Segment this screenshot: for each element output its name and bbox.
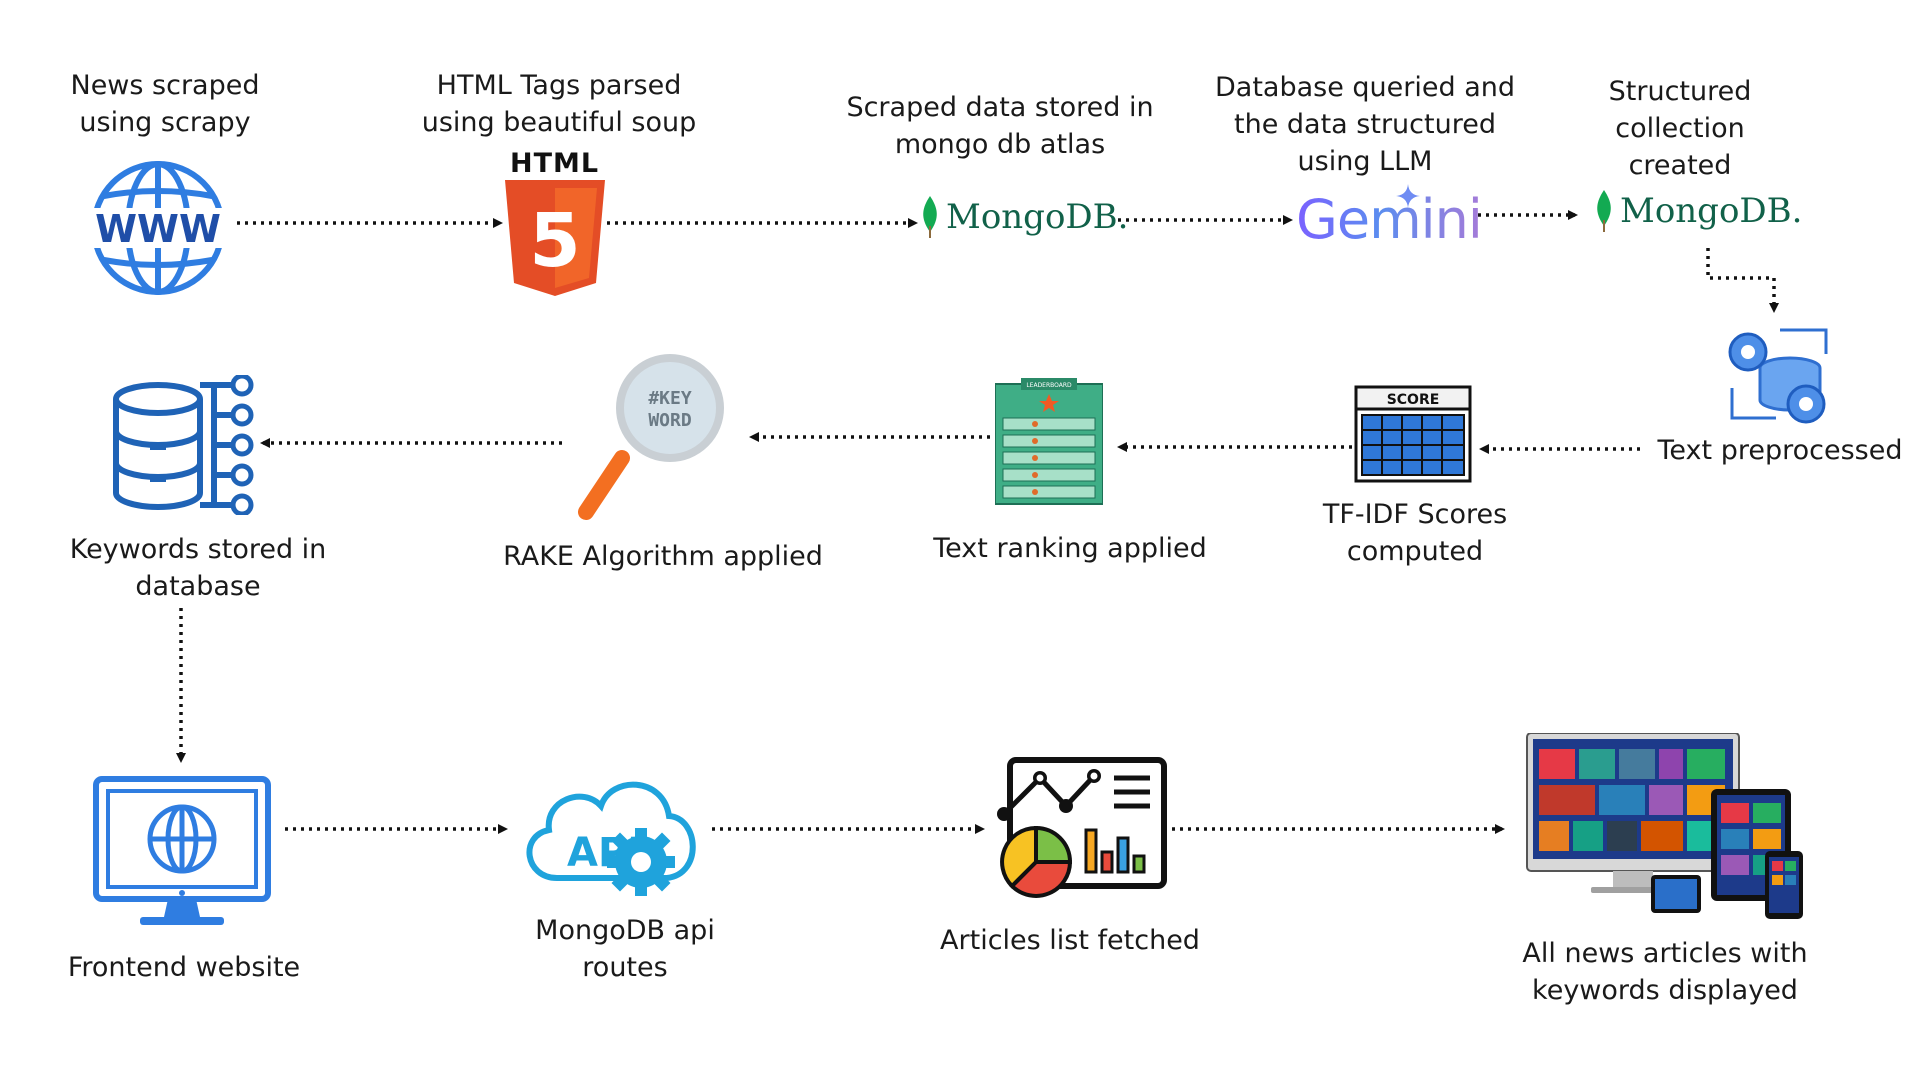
www-text: WWW [95,207,221,251]
html5-shield-icon: 5 [505,180,605,296]
responsive-devices-icon [1525,732,1805,923]
gemini-logo: Gemini [1296,188,1483,251]
www-globe-icon: WWW [88,158,228,298]
label-news-scraped: News scraped using scrapy [70,70,260,138]
label-collection-created: Structured collection created [1608,76,1752,181]
label-text-preprocessed: Text preprocessed [1657,435,1903,466]
label-all-displayed: All news articles with keywords displaye… [1522,938,1808,1006]
html5-number: 5 [529,198,581,284]
monitor-globe-icon [92,775,272,930]
label-articles-fetched: Articles list fetched [940,925,1200,956]
label-rake: RAKE Algorithm applied [503,541,823,572]
label-api-routes: MongoDB api routes [535,915,715,983]
leaderboard-text: LEADERBOARD [1026,382,1072,389]
score-table-icon: SCORE [1354,385,1472,483]
leaderboard-icon: LEADERBOARD [994,378,1104,506]
analytics-dashboard-icon [990,756,1170,906]
score-text: SCORE [1387,392,1440,408]
label-html-parsed: HTML Tags parsed using beautiful soup [421,70,697,138]
html-word: HTML [510,148,600,179]
keyword-magnifier-icon: #KEY WORD [578,352,728,522]
database-nodes-icon [110,373,260,517]
label-tfidf: TF-IDF Scores computed [1322,499,1508,567]
keyword-line2: WORD [648,410,692,431]
mongodb-logo-atlas: MongoDB. [920,196,1128,238]
gemini-sparkle-icon [1396,184,1420,208]
label-llm-structured: Database queried and the data structured… [1214,72,1515,177]
mongodb-logo-collection: MongoDB. [1594,190,1802,232]
mongodb-leaf-icon [923,196,937,238]
arrow-collection-to-preprocess [1706,248,1779,313]
api-cloud-gear-icon: API [515,766,705,901]
mongodb-leaf-icon [1597,190,1611,232]
keyword-line1: #KEY [648,388,692,409]
label-keywords-stored: Keywords stored in database [69,534,327,602]
preprocess-gears-icon [1718,318,1838,436]
label-frontend: Frontend website [67,952,301,983]
label-text-ranking: Text ranking applied [933,533,1207,564]
label-stored-atlas: Scraped data stored in mongo db atlas [846,92,1154,160]
